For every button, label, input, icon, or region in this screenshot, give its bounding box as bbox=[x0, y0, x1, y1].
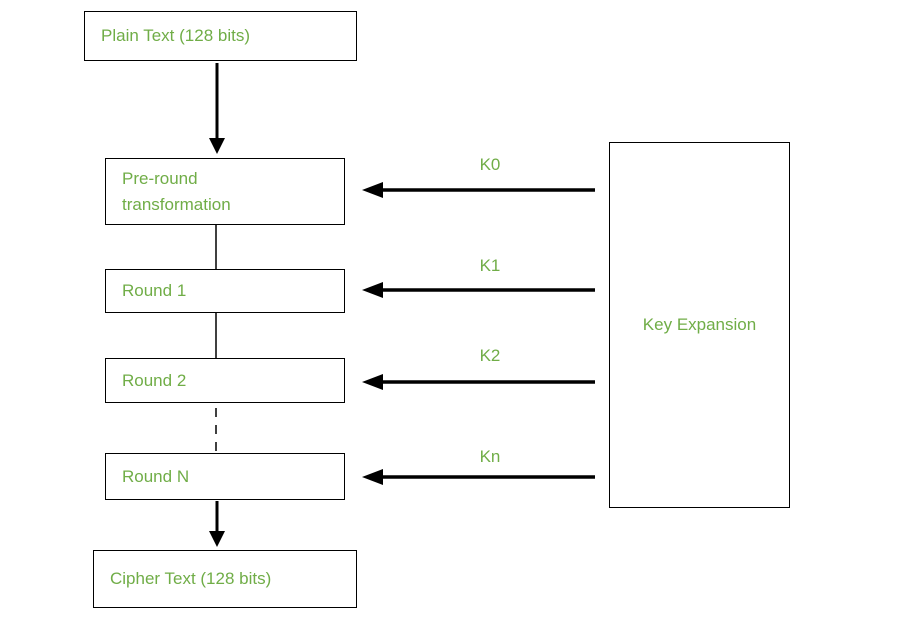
key-label-k2: K2 bbox=[479, 346, 501, 365]
arrow-down-roundn-to-cipher bbox=[209, 501, 225, 547]
key-arrow-k1 bbox=[362, 282, 595, 298]
key-arrow-k2 bbox=[362, 374, 595, 390]
node-round-2-label: Round 2 bbox=[122, 370, 187, 390]
key-label-kn: Kn bbox=[479, 447, 501, 466]
node-pre-round-transformation: Pre-round transformation bbox=[105, 158, 345, 225]
node-round-n: Round N bbox=[105, 453, 345, 500]
node-cipher-text-label: Cipher Text (128 bits) bbox=[110, 569, 272, 588]
node-round-2: Round 2 bbox=[105, 358, 345, 403]
node-round-n-label: Round N bbox=[122, 466, 190, 486]
key-label-k1: K1 bbox=[479, 256, 501, 275]
node-key-expansion-label: Key Expansion bbox=[642, 315, 757, 334]
key-arrow-k0 bbox=[362, 182, 595, 198]
node-cipher-text: Cipher Text (128 bits) bbox=[93, 550, 357, 608]
node-key-expansion: Key Expansion bbox=[609, 142, 790, 508]
key-arrow-kn bbox=[362, 469, 595, 485]
key-label-k0: K0 bbox=[479, 155, 501, 174]
arrow-down-plain-to-preround bbox=[209, 63, 225, 154]
node-plain-text-label: Plain Text (128 bits) bbox=[101, 26, 250, 45]
node-pre-round-label: Pre-round transformation bbox=[122, 168, 231, 214]
node-plain-text: Plain Text (128 bits) bbox=[84, 11, 357, 61]
node-round-1-label: Round 1 bbox=[122, 281, 187, 300]
node-round-1: Round 1 bbox=[105, 269, 345, 313]
